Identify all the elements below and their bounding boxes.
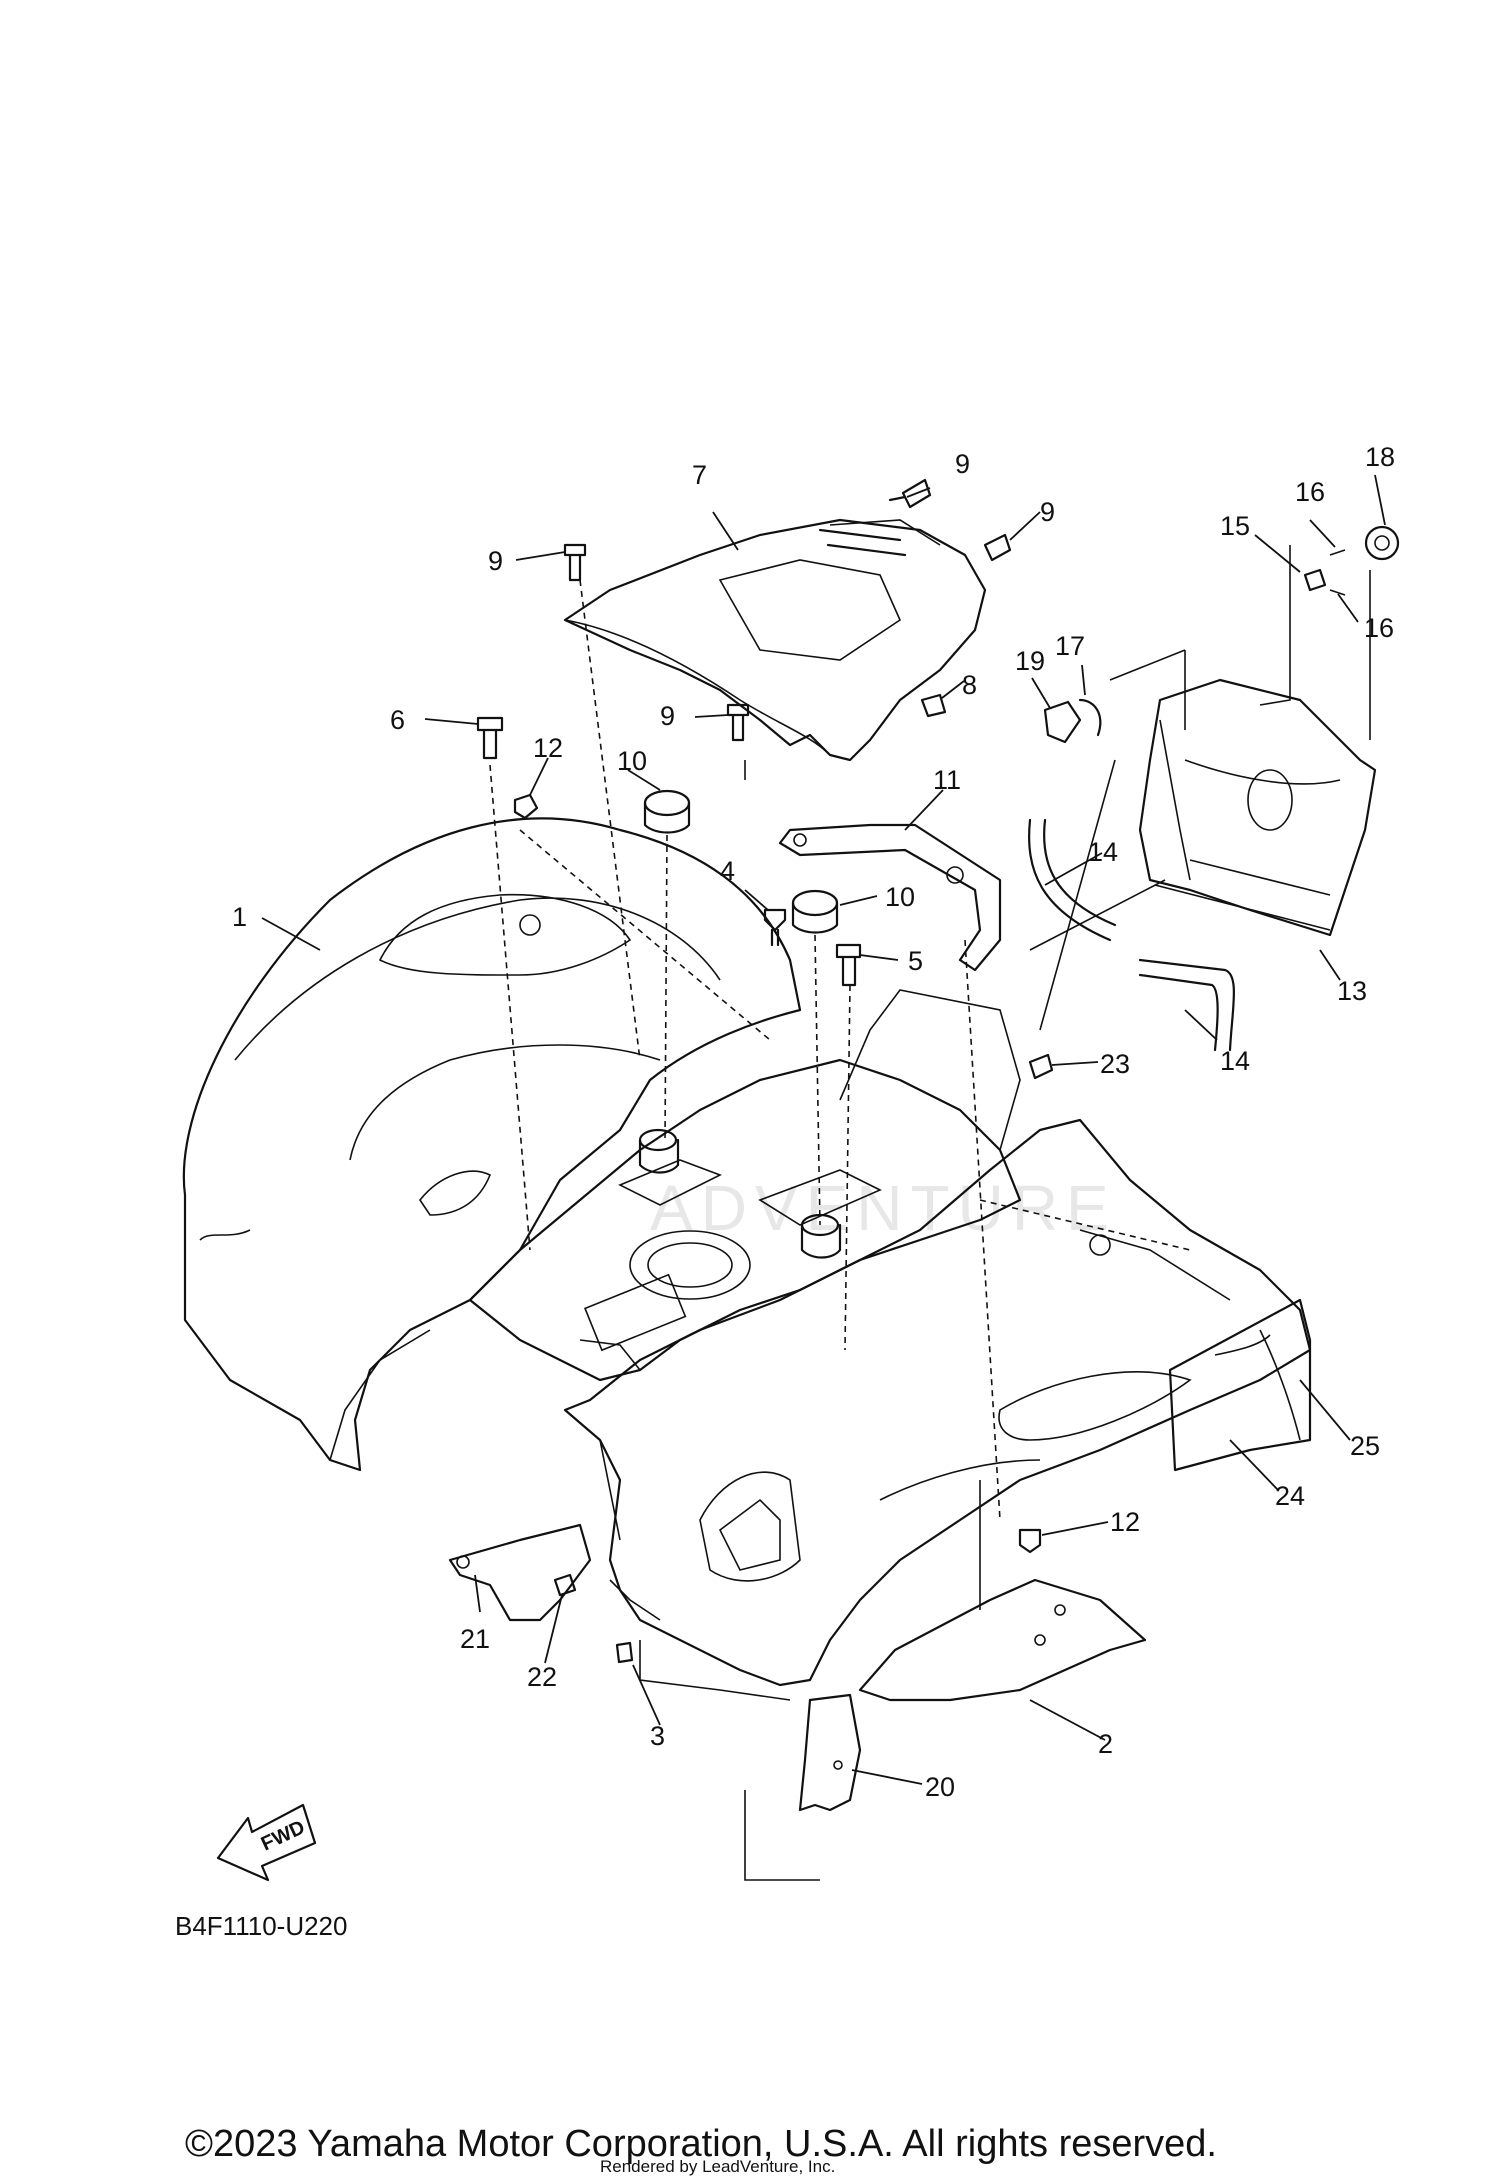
assembly-lines — [489, 545, 1371, 1881]
storage-box-part-13 — [1138, 678, 1377, 937]
callout-12a: 12 — [533, 733, 563, 763]
callout-7: 7 — [692, 460, 707, 490]
callout-10a: 10 — [617, 746, 647, 776]
callout-6: 6 — [390, 705, 405, 735]
forward-arrow-icon: FWD — [216, 1803, 317, 1882]
top-cover-part-7 — [563, 518, 987, 762]
bracket-part-11 — [778, 823, 1002, 972]
mud-flap-part-24 — [1168, 1298, 1312, 1472]
callout-9b: 9 — [1040, 497, 1055, 527]
callout-9d: 9 — [660, 701, 675, 731]
callout-9a: 9 — [955, 449, 970, 479]
mud-flap-part-25 — [1259, 1329, 1301, 1441]
callout-12b: 12 — [1110, 1507, 1140, 1537]
rendered-by-text: Rendered by LeadVenture, Inc. — [600, 2157, 835, 2176]
watermark-text: ADVENTURE — [650, 1172, 1117, 1244]
callout-16b: 16 — [1364, 613, 1394, 643]
callout-3: 3 — [650, 1721, 665, 1751]
callout-14a: 14 — [1088, 837, 1118, 867]
callout-4: 4 — [720, 856, 735, 886]
callout-10b: 10 — [885, 882, 915, 912]
front-fender-part-1 — [182, 817, 802, 1472]
callout-17: 17 — [1055, 631, 1085, 661]
callout-25: 25 — [1350, 1431, 1380, 1461]
diagram-code: B4F1110-U220 — [175, 1911, 347, 1941]
callout-16a: 16 — [1295, 477, 1325, 507]
hardware-parts — [476, 478, 1400, 1664]
callout-20: 20 — [925, 1772, 955, 1802]
side-panel-part-20 — [798, 1693, 862, 1812]
callout-8: 8 — [962, 670, 977, 700]
callout-18: 18 — [1365, 442, 1395, 472]
bracket-part-21 — [448, 1523, 592, 1622]
rear-fender-right — [563, 1118, 1312, 1701]
callout-5: 5 — [908, 946, 923, 976]
callout-9c: 9 — [488, 546, 503, 576]
copyright-text: ©2023 Yamaha Motor Corporation, U.S.A. A… — [185, 2123, 1217, 2165]
callout-23: 23 — [1100, 1049, 1130, 1079]
callout-24: 24 — [1275, 1481, 1305, 1511]
callout-15: 15 — [1220, 511, 1250, 541]
callout-14b: 14 — [1220, 1046, 1250, 1076]
callout-11: 11 — [933, 765, 961, 795]
callout-2: 2 — [1098, 1729, 1113, 1759]
callout-21: 21 — [460, 1624, 490, 1654]
callout-1: 1 — [232, 902, 247, 932]
callouts: 1 2 3 4 5 6 7 8 9 9 9 9 10 10 11 12 12 1… — [232, 442, 1395, 1802]
under-panel-part-2 — [858, 1578, 1147, 1702]
callout-22: 22 — [527, 1662, 557, 1692]
callout-19: 19 — [1015, 646, 1045, 676]
leader-lines — [261, 474, 1386, 1785]
callout-13: 13 — [1337, 976, 1367, 1006]
